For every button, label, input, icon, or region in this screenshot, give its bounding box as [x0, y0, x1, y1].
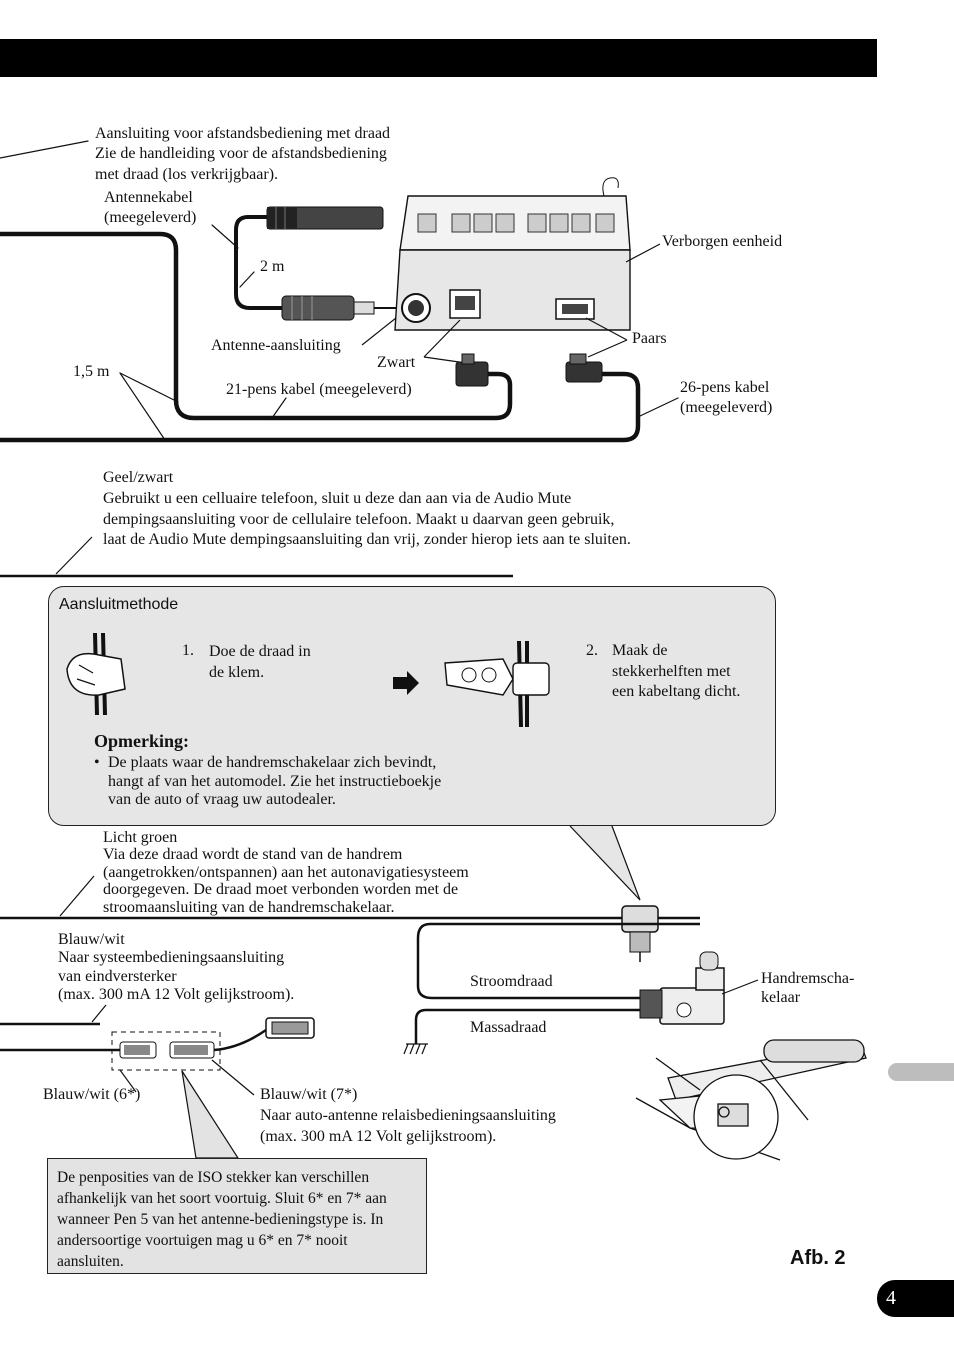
hidden-unit-label: Verborgen eenheid — [662, 233, 783, 250]
purple-label: Paars — [632, 330, 667, 347]
length-15m-label: 1,5 m — [73, 363, 110, 380]
antenna-jack-label: Antenne-aansluiting — [211, 337, 341, 354]
remote-wired-line3: met draad (los verkrijgbaar). — [95, 166, 279, 183]
handbrake-switch-icon — [639, 951, 725, 1025]
ground-wire-label: Massadraad — [470, 1019, 547, 1036]
cable-21pin-label: 21-pens kabel (meegeleverd) — [226, 381, 412, 398]
blue-white-6-label: Blauw/wit (6*) — [43, 1086, 141, 1103]
page-number: 4 — [877, 1280, 954, 1317]
splice-clip-icon — [621, 905, 659, 962]
connection-method-box: Aansluitmethode 1. Doe de draad in de kl… — [48, 586, 776, 826]
figure-label: Afb. 2 — [790, 1247, 846, 1269]
section-tab — [888, 1063, 954, 1081]
antenna-plug-icon — [266, 206, 398, 321]
remote-wired-line1: Aansluiting voor afstandsbediening met d… — [95, 125, 391, 142]
step1-num: 1. — [182, 642, 194, 659]
arrow-right-icon — [393, 671, 419, 695]
step2-num: 2. — [586, 642, 598, 659]
blue-white-title: Blauw/wit — [58, 931, 125, 948]
method-title: Aansluitmethode — [59, 596, 179, 613]
iso-pin-note: De penposities van de ISO stekker kan ve… — [47, 1158, 427, 1274]
connector-26pin-icon — [565, 353, 603, 383]
yellow-black-title: Geel/zwart — [103, 469, 174, 486]
blue-white-text: Naar systeembedieningsaansluiting van ei… — [58, 949, 295, 1003]
hidden-unit-icon — [394, 177, 631, 331]
wire-clip-icon — [66, 632, 126, 716]
step2-text: Maak de stekkerhelften met een kabeltang… — [612, 642, 741, 700]
crimp-pliers-icon — [444, 640, 550, 728]
handbrake-lever-icon — [635, 1039, 867, 1161]
header-bar — [0, 39, 877, 77]
blue-white-7-text: Naar auto-antenne relaisbedieningsaanslu… — [260, 1107, 556, 1145]
fuse-connector-icon — [119, 1017, 315, 1059]
remote-wired-line2: Zie de handleiding voor de afstandsbedie… — [95, 145, 387, 162]
blue-white-7-title: Blauw/wit (7*) — [260, 1086, 358, 1103]
antenna-cable-label: Antennekabel (meegeleverd) — [104, 189, 197, 226]
light-green-text: Via deze draad wordt de stand van de han… — [103, 846, 469, 916]
length-2m-label: 2 m — [260, 258, 285, 275]
note-text: De plaats waar de handremschakelaar zich… — [108, 754, 442, 808]
black-label: Zwart — [377, 354, 416, 371]
note-title: Opmerking: — [94, 731, 190, 751]
cable-26pin-label: 26-pens kabel (meegeleverd) — [680, 379, 773, 416]
connector-21pin-icon — [455, 353, 489, 387]
step1-text: Doe de draad in de klem. — [209, 643, 311, 681]
note-bullet: • — [94, 754, 100, 771]
power-wire-label: Stroomdraad — [470, 973, 553, 990]
light-green-title: Licht groen — [103, 829, 178, 846]
handbrake-switch-label: Handremscha- kelaar — [761, 970, 855, 1006]
yellow-black-text: Gebruikt u een celluaire telefoon, sluit… — [103, 490, 631, 548]
